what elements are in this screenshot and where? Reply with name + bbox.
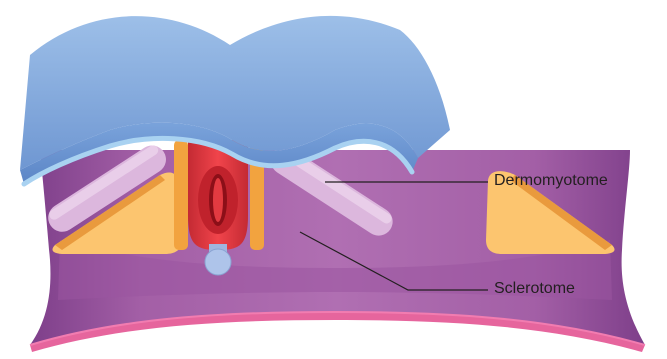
- sclerotome-label: Sclerotome: [494, 280, 575, 298]
- dermomyotome-label: Dermomyotome: [494, 172, 608, 190]
- notochord: [205, 249, 231, 275]
